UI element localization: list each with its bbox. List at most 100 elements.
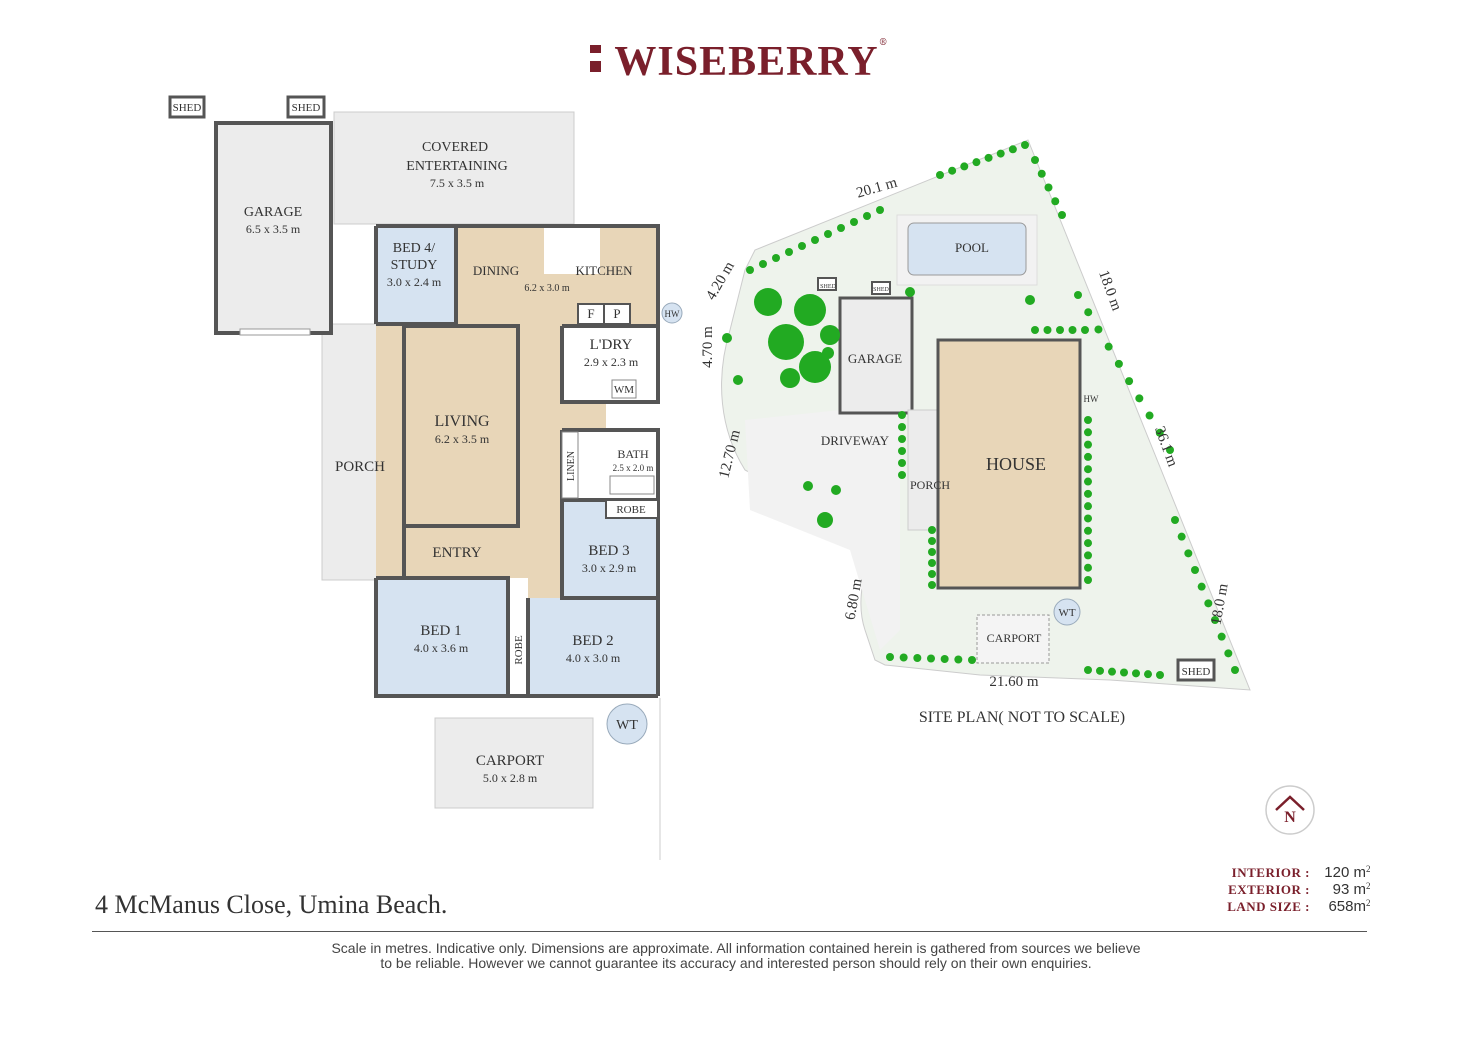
bed3-label: BED 3 <box>588 543 629 559</box>
site-hw-label: HW <box>1084 394 1099 404</box>
shrub <box>1114 359 1123 368</box>
site-porch-label: PORCH <box>910 478 950 492</box>
shrub <box>928 559 936 567</box>
shrub <box>1084 465 1092 474</box>
shrub <box>899 653 908 662</box>
shrub <box>928 570 936 578</box>
robe-label-bed3: ROBE <box>616 504 646 516</box>
shrub <box>928 526 936 534</box>
shrub <box>1044 183 1053 192</box>
shrub <box>1156 671 1164 679</box>
kitchen-bench-gap <box>544 228 600 274</box>
shrub <box>824 230 832 238</box>
site-house <box>936 338 1082 590</box>
shed-box-2 <box>286 95 326 119</box>
shrub <box>1084 416 1092 424</box>
shrub <box>1021 141 1029 149</box>
site-carport <box>976 614 1050 664</box>
hw-circle <box>661 302 683 324</box>
carport-label: CARPORT <box>476 753 544 769</box>
shrub <box>759 260 767 268</box>
shrub <box>996 149 1005 158</box>
shrub <box>954 655 963 664</box>
site-shed-small-1 <box>817 277 837 291</box>
entry-label: ENTRY <box>432 545 481 561</box>
shrub <box>1084 526 1092 535</box>
shrub <box>927 654 935 663</box>
shrub <box>1177 532 1186 541</box>
porch-label: PORCH <box>335 459 385 475</box>
shrub <box>1171 516 1179 524</box>
bed4-label-2: STUDY <box>391 258 438 273</box>
area-summary: INTERIOR :120 m2 EXTERIOR :93 m2 LAND SI… <box>1210 864 1371 915</box>
covered-label-1: COVERED <box>422 140 488 155</box>
shrub <box>1084 452 1092 461</box>
kitchen-label: KITCHEN <box>575 263 633 278</box>
shrub <box>1084 514 1092 523</box>
robe3-box <box>605 499 659 519</box>
laundry-dims: 2.9 x 2.3 m <box>584 355 639 369</box>
robe-label-bed1: ROBE <box>513 635 525 665</box>
shrub <box>948 166 957 175</box>
shed-label-1: SHED <box>173 102 202 114</box>
area-label-land: LAND SIZE : <box>1227 899 1310 914</box>
shrub <box>1211 616 1219 624</box>
area-unit-land: 2 <box>1366 898 1371 908</box>
living-dims: 6.2 x 3.5 m <box>435 432 490 446</box>
shrub <box>1084 666 1092 674</box>
shrub <box>850 218 858 226</box>
shrub <box>837 224 845 232</box>
disclaimer: Scale in metres. Indicative only. Dimens… <box>0 941 1472 971</box>
shrub <box>1043 326 1052 334</box>
shrub <box>1132 669 1140 678</box>
living-room <box>404 326 518 526</box>
garage-label: GARAGE <box>244 205 302 220</box>
disclaimer-line-1: Scale in metres. Indicative only. Dimens… <box>331 940 1141 956</box>
floor-plan: SHED SHED GARAGE 6.5 x 3.5 m C <box>168 95 683 860</box>
shrub <box>1031 156 1039 164</box>
kitchen-dims: 6.2 x 3.0 m <box>524 283 570 294</box>
shrub <box>968 656 976 664</box>
shrub <box>898 435 906 443</box>
site-garage <box>838 296 914 415</box>
area-value-exterior: 93 m <box>1332 881 1366 898</box>
shrub <box>1135 394 1144 403</box>
shrub <box>1144 670 1152 679</box>
driveway-label: DRIVEWAY <box>821 433 890 448</box>
shrub <box>1084 539 1092 548</box>
shrub <box>898 423 906 431</box>
north-compass-icon: N <box>1265 785 1315 835</box>
shrub <box>928 537 936 545</box>
shrub <box>1145 411 1154 420</box>
site-wt <box>1053 598 1081 626</box>
shrub <box>1096 666 1104 675</box>
shrub <box>913 654 922 662</box>
wt-label: WT <box>616 718 638 733</box>
area-unit-exterior: 2 <box>1366 881 1371 891</box>
house-label: HOUSE <box>986 454 1046 474</box>
garage-dims: 6.5 x 3.5 m <box>246 222 301 236</box>
shrub <box>1108 667 1116 676</box>
compass-label: N <box>1284 809 1296 826</box>
brand-logo: WISEBERRY® <box>0 38 1472 86</box>
shrub <box>928 548 936 556</box>
bed2-label: BED 2 <box>572 633 613 649</box>
shrub <box>984 153 993 162</box>
shrub <box>960 162 969 171</box>
shrub <box>1084 551 1092 560</box>
wm-label: WM <box>614 384 634 396</box>
bed3-dims: 3.0 x 2.9 m <box>582 561 637 575</box>
area-label-exterior: EXTERIOR : <box>1228 882 1310 897</box>
shrub <box>1058 211 1066 219</box>
linen-closet <box>561 431 579 499</box>
shrub <box>936 171 944 179</box>
shrub <box>1068 326 1077 334</box>
area-unit-interior: 2 <box>1366 864 1371 874</box>
robe-closet <box>508 598 528 696</box>
dining-label: DINING <box>473 263 519 278</box>
dim-6-80: 6.80 m <box>843 577 866 621</box>
site-plan: POOL GARAGE DRIVEWAY PORCH HOUSE CARPORT… <box>700 139 1251 726</box>
footer-divider <box>92 931 1367 932</box>
vegetation <box>722 287 1035 528</box>
shrub <box>1074 291 1082 299</box>
